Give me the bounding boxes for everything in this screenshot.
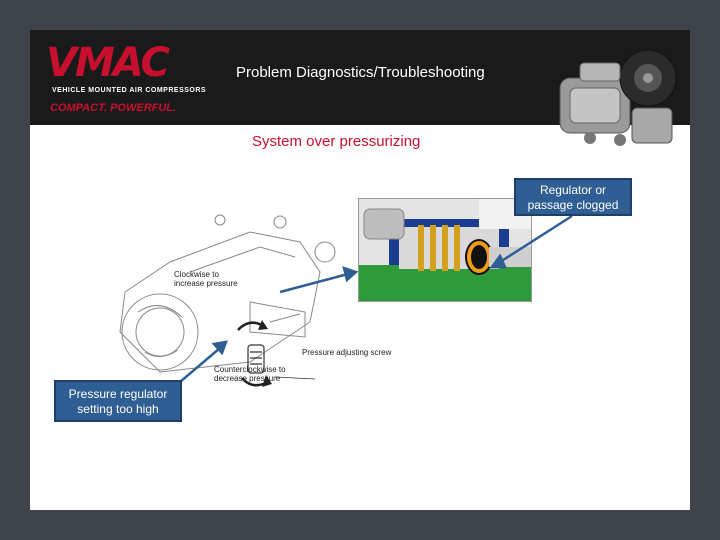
callout-left-line1: Pressure regulator — [68, 387, 168, 401]
label-counterclockwise: Counterclockwise to decrease pressure — [214, 365, 286, 383]
callout-right-line2: passage clogged — [527, 198, 619, 212]
label-counter-line2: decrease pressure — [214, 374, 281, 383]
section-subtitle: System over pressurizing — [252, 133, 421, 150]
callout-regulator-setting: Pressure regulator setting too high — [54, 380, 182, 422]
page-title: Problem Diagnostics/Troubleshooting — [236, 64, 485, 81]
logo-subtitle: VEHICLE MOUNTED AIR COMPRESSORS — [52, 87, 207, 94]
label-counter-line1: Counterclockwise to — [214, 365, 286, 374]
label-clockwise-line1: Clockwise to — [174, 270, 219, 279]
vmac-logo: VMAC VEHICLE MOUNTED AIR COMPRESSORS COM… — [34, 36, 234, 120]
slide: VMAC VEHICLE MOUNTED AIR COMPRESSORS COM… — [30, 30, 690, 510]
logo-brand: VMAC — [46, 40, 170, 86]
callout-left-line2: setting too high — [77, 402, 159, 416]
compressor-image — [559, 49, 677, 146]
callout-right-line1: Regulator or — [539, 183, 607, 197]
regulator-cutaway-image — [358, 198, 532, 302]
label-clockwise: Clockwise to increase pressure — [174, 270, 238, 288]
callout-regulator-clogged: Regulator or passage clogged — [514, 178, 632, 216]
label-adjusting-screw: Pressure adjusting screw — [302, 348, 392, 357]
compressor-line-drawing — [119, 214, 336, 387]
label-clockwise-line2: increase pressure — [174, 279, 238, 288]
logo-tagline: COMPACT. POWERFUL. — [50, 102, 177, 114]
